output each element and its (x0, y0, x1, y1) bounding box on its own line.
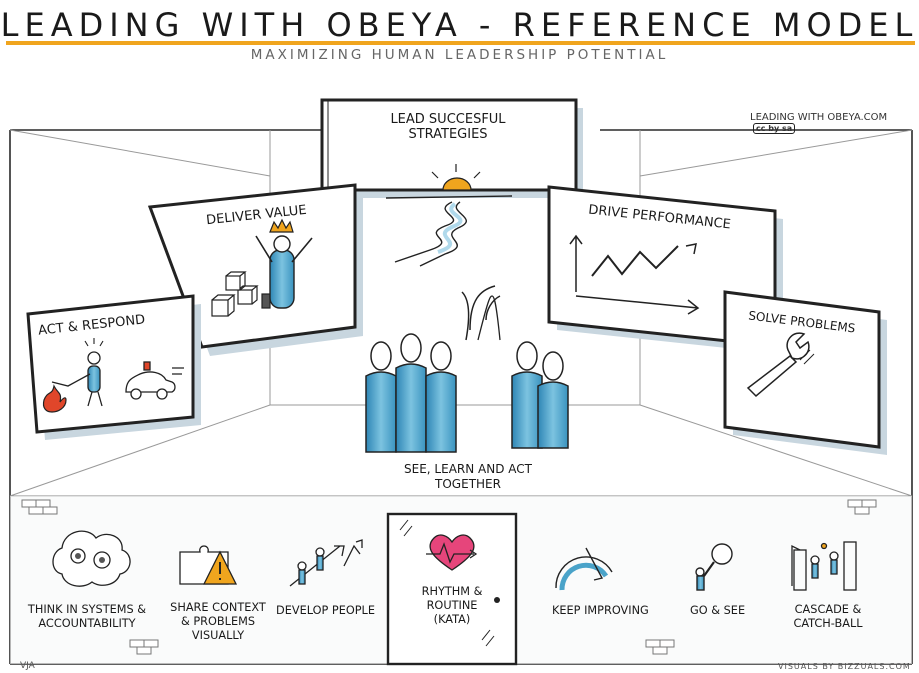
label-keep-improving: KEEP IMPROVING (552, 604, 649, 617)
label-share-context: SHARE CONTEXT & PROBLEMS VISUALLY (170, 601, 266, 642)
label-lead-strategies: LEAD SUCCESFUL STRATEGIES (390, 112, 506, 142)
board-solve-problems (723, 290, 887, 455)
systems-gears-icon (52, 530, 131, 587)
sunrise-road-icon (385, 164, 513, 267)
magnifier-icon (695, 543, 733, 591)
page-title: LEADING WITH OBEYA - REFERENCE MODEL (0, 6, 919, 44)
artist-signature: VJA (20, 661, 35, 671)
wrench-icon (746, 332, 815, 398)
improvement-gauge-icon (555, 547, 613, 591)
police-car-icon (125, 361, 184, 400)
site-credit-text: LEADING WITH OBEYA.COM (750, 112, 888, 123)
label-develop-people: DEVELOP PEOPLE (276, 604, 375, 617)
label-think-systems: THINK IN SYSTEMS & ACCOUNTABILITY (27, 603, 147, 630)
cc-license-badge: cc by sa (753, 123, 796, 134)
puzzle-warning-icon (179, 545, 238, 585)
champion-person-icon (255, 218, 313, 309)
visuals-credit: VISUALS BY BIZZUALS.COM (778, 662, 911, 671)
brick-icon (21, 499, 877, 655)
site-credit: LEADING WITH OBEYA.COMcc by sa (750, 112, 919, 135)
people-group-icon (365, 285, 569, 453)
catch-ball-doors-icon (791, 541, 857, 591)
board-strategies (320, 98, 583, 198)
title-underline (6, 41, 915, 45)
label-go-see: GO & SEE (690, 604, 746, 617)
board-act-respond (26, 294, 201, 440)
label-rhythm-routine: RHYTHM & ROUTINE (KATA) (421, 585, 483, 626)
firefighting-icon (42, 338, 104, 413)
heart-rhythm-icon (426, 534, 478, 571)
label-cascade: CASCADE & CATCH-BALL (793, 603, 863, 630)
page-subtitle: MAXIMIZING HUMAN LEADERSHIP POTENTIAL (250, 47, 669, 63)
board-deliver-value (147, 183, 363, 356)
cubes-icon (211, 271, 271, 317)
climbing-people-icon (289, 539, 363, 587)
performance-chart-icon (569, 234, 700, 315)
door-frame (386, 512, 518, 666)
label-see-learn-act: SEE, LEARN AND ACT TOGETHER (404, 462, 532, 491)
